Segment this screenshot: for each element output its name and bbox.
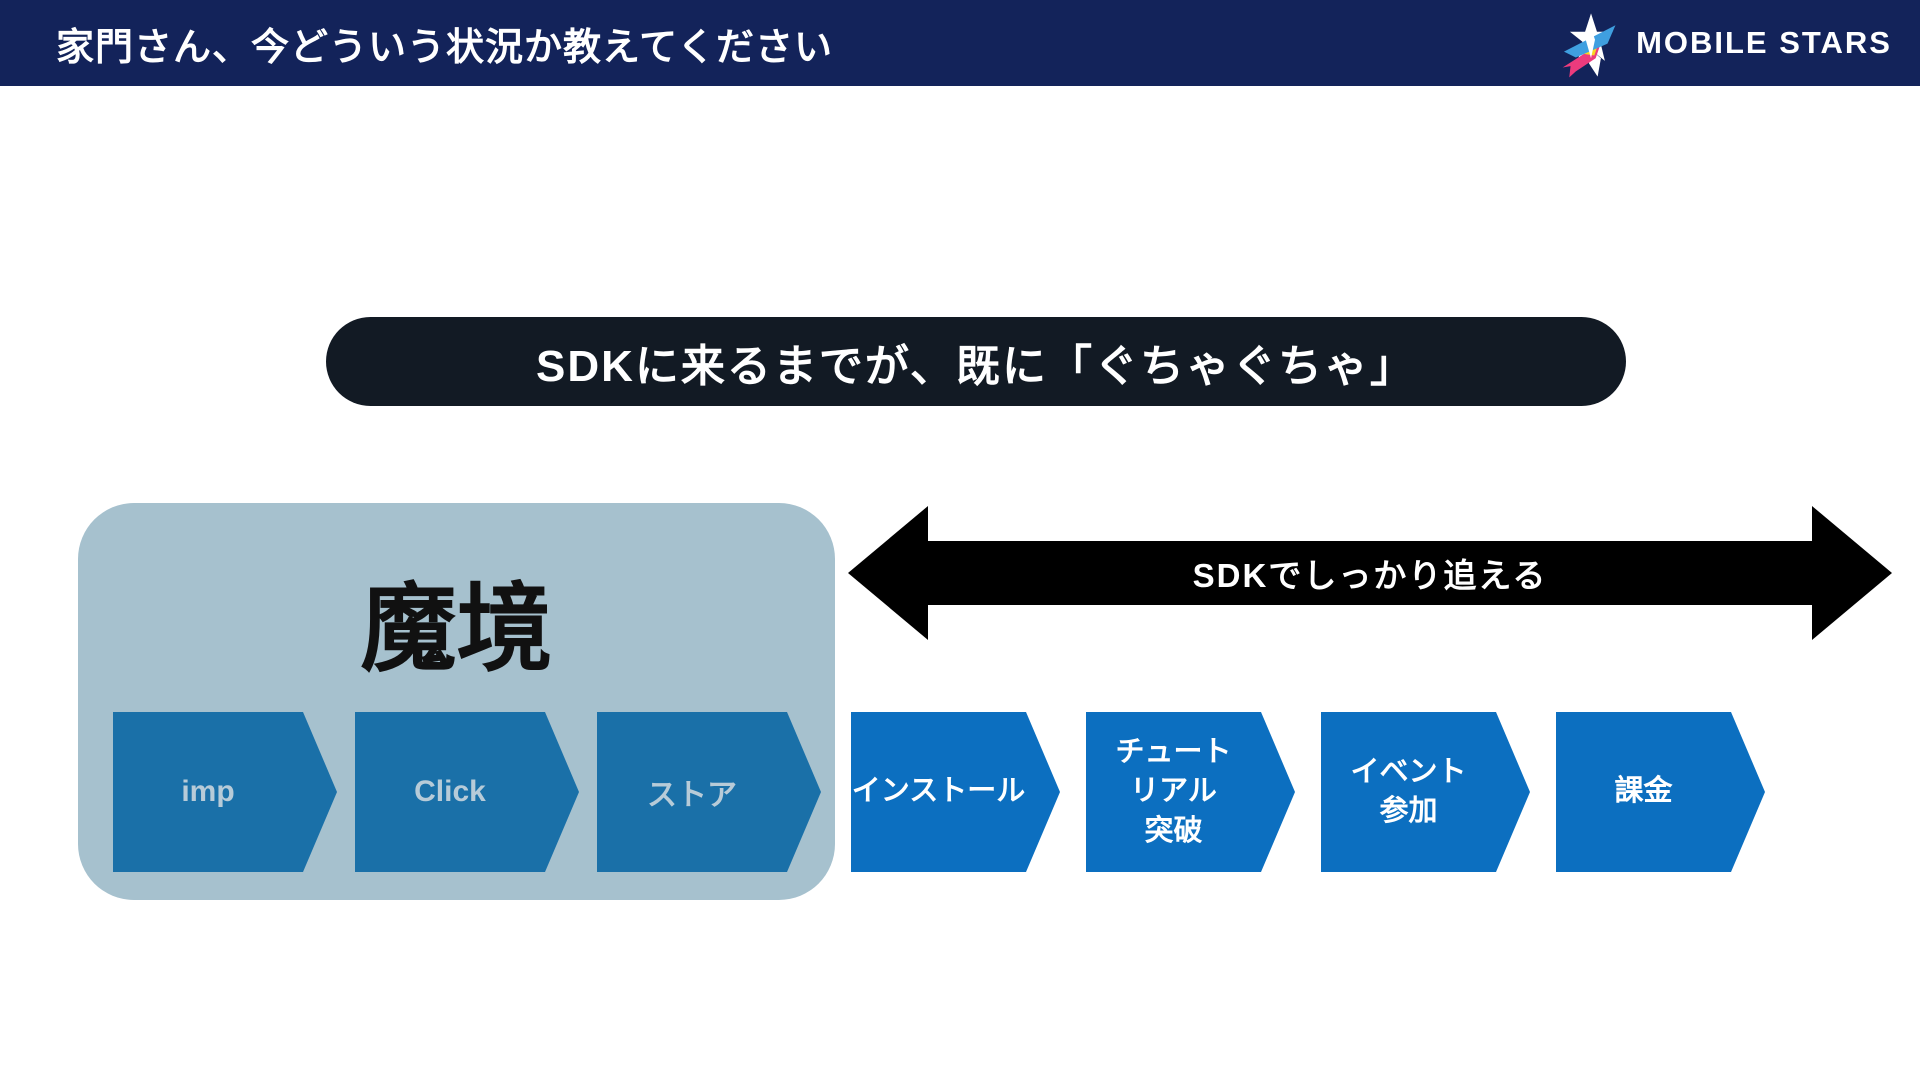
funnel-step-event-join: イベント 参加: [1321, 712, 1530, 872]
right-arrowhead-icon: [1812, 506, 1892, 640]
funnel-step-tutorial-clear: チュート リアル 突破: [1086, 712, 1295, 872]
page-title: 家門さん、今どういう状況か教えてください: [56, 26, 833, 69]
funnel-step-install: インストール: [851, 712, 1060, 872]
shooting-star-icon: [1562, 13, 1616, 78]
funnel-step-payment: 課金: [1556, 712, 1765, 872]
callout-text: SDKに来るまでが、既に「ぐちゃぐちゃ」: [535, 341, 1417, 391]
funnel-step-store: ストア: [597, 712, 821, 872]
sdk-coverage-arrow-shaft: SDKでしっかり追える: [924, 541, 1816, 605]
logo-text: MOBILE STARS: [1636, 25, 1892, 60]
header-bar: 家門さん、今どういう状況か教えてください MOBILE STARS: [0, 0, 1920, 86]
logo: MOBILE STARS: [1560, 0, 1892, 86]
sdk-coverage-arrow: SDKでしっかり追える: [848, 506, 1892, 640]
untracked-zone-title: 魔境: [360, 576, 553, 683]
funnel-step-imp: imp: [113, 712, 337, 872]
funnel-step-click: Click: [355, 712, 579, 872]
left-arrowhead-icon: [848, 506, 928, 640]
sdk-coverage-label: SDKでしっかり追える: [1192, 557, 1548, 594]
callout-banner: SDKに来るまでが、既に「ぐちゃぐちゃ」: [326, 317, 1626, 406]
